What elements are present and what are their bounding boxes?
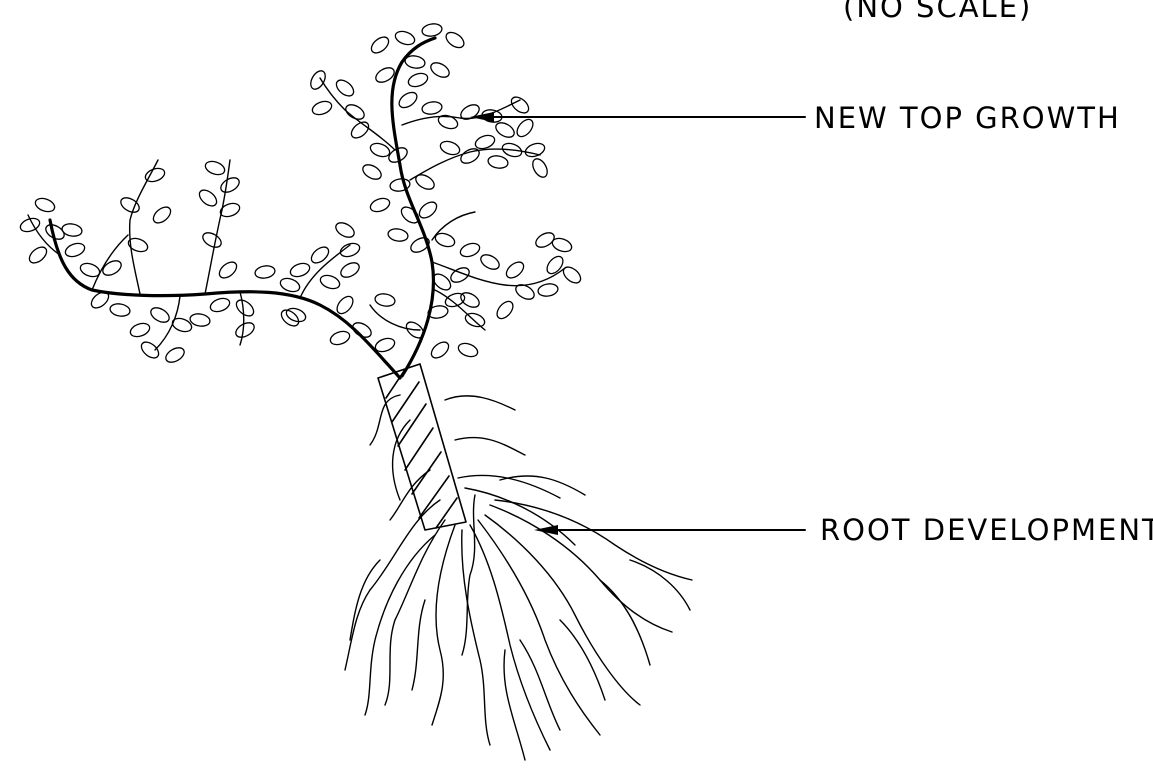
- leaf: [396, 89, 419, 110]
- leaf: [254, 264, 276, 279]
- leaf: [457, 341, 480, 359]
- leaf: [368, 34, 391, 56]
- leaf: [348, 119, 371, 141]
- leaf: [196, 187, 219, 209]
- leaf: [333, 77, 356, 99]
- leaf: [560, 264, 583, 286]
- leaf: [458, 290, 481, 310]
- main-stems: [50, 38, 435, 378]
- leaf: [350, 320, 373, 340]
- root-ball: [378, 364, 466, 530]
- leaf: [26, 244, 49, 266]
- root-strand: [432, 525, 455, 725]
- leaf: [189, 312, 211, 327]
- leaf: [204, 159, 227, 177]
- leaf: [200, 230, 223, 250]
- leaf: [458, 102, 481, 122]
- leaf: [233, 320, 256, 340]
- leaf: [148, 305, 171, 325]
- leaf: [150, 204, 173, 226]
- leaf: [209, 296, 232, 314]
- leaf: [129, 321, 152, 339]
- leaf: [233, 297, 256, 319]
- root-strand: [470, 525, 550, 750]
- leaf: [338, 260, 361, 280]
- leaf: [216, 259, 239, 281]
- root-strand: [560, 620, 605, 700]
- root-strand: [455, 438, 525, 455]
- root-strand: [345, 500, 440, 670]
- leaf: [279, 276, 302, 294]
- leaf: [524, 141, 547, 159]
- leaf: [333, 220, 356, 240]
- leaf: [374, 292, 396, 307]
- leaf: [407, 71, 430, 89]
- root-strand: [365, 535, 435, 715]
- leaf: [387, 227, 409, 242]
- leaf: [421, 100, 443, 115]
- root-strand: [485, 515, 640, 705]
- leaf: [416, 199, 439, 221]
- leaf: [100, 258, 123, 278]
- leaf: [64, 241, 87, 259]
- leaf: [478, 252, 501, 272]
- leaf: [503, 259, 526, 281]
- leaves: [19, 22, 584, 365]
- leaf: [109, 302, 131, 317]
- root-strand: [458, 475, 560, 498]
- root-strand: [495, 500, 692, 580]
- no-scale-note: (NO SCALE): [843, 0, 1032, 22]
- leaf: [459, 241, 482, 259]
- leaf: [428, 60, 451, 80]
- leaf: [218, 175, 241, 195]
- leaf: [428, 339, 451, 361]
- leaf: [513, 282, 536, 302]
- root-strand: [504, 650, 525, 760]
- leaf: [329, 329, 352, 347]
- leaf: [494, 298, 516, 321]
- leaf: [394, 29, 417, 47]
- leaf: [508, 94, 531, 116]
- leaf: [308, 68, 328, 91]
- leaf: [163, 345, 186, 365]
- leaf: [311, 99, 334, 117]
- leader-new-top-growth: [470, 112, 805, 122]
- leaf: [514, 116, 536, 139]
- leaf: [360, 162, 383, 182]
- root-strand: [600, 580, 650, 665]
- leader-root-development: [534, 525, 805, 535]
- leaf: [448, 265, 471, 285]
- leaf: [138, 339, 161, 361]
- root-strand: [445, 396, 515, 410]
- roots: [345, 395, 692, 760]
- leaf: [369, 196, 392, 214]
- leaf: [34, 196, 57, 214]
- leaf: [437, 113, 460, 131]
- leaf: [443, 29, 466, 50]
- leaf: [493, 120, 516, 140]
- leaf: [530, 156, 550, 179]
- leaf: [439, 139, 462, 157]
- leaf: [319, 273, 342, 291]
- root-strand: [520, 640, 560, 730]
- leaf: [544, 253, 566, 276]
- leaf: [413, 172, 436, 192]
- leaf: [289, 261, 312, 279]
- leaf: [404, 54, 426, 69]
- leaf: [458, 146, 481, 166]
- leaf: [487, 154, 509, 169]
- leaf: [343, 102, 366, 122]
- new-top-growth-label: NEW TOP GROWTH: [814, 104, 1121, 133]
- leaf: [339, 241, 362, 259]
- root-development-label: ROOT DEVELOPMENT: [820, 516, 1153, 545]
- root-strand: [412, 600, 425, 690]
- leaf: [537, 282, 559, 297]
- leaf: [474, 133, 497, 151]
- leaf: [421, 22, 443, 37]
- leaf: [19, 216, 42, 234]
- leaf: [334, 293, 356, 316]
- root-strand: [630, 560, 690, 610]
